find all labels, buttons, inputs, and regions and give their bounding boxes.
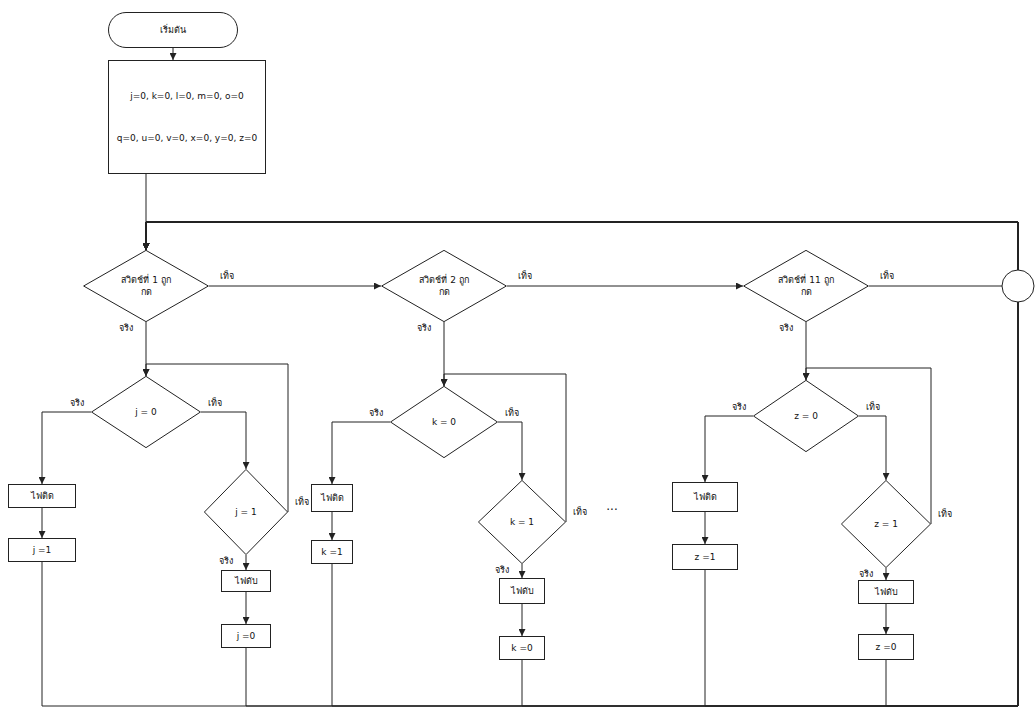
branch-label: เท็จ <box>879 270 895 282</box>
node-text: ไฟดับ <box>235 575 258 587</box>
node-text: j = 0 <box>135 406 157 418</box>
branch-label: จริง <box>368 407 384 419</box>
node-text: สวิตช์ที่ 1 ถูกกด <box>117 274 175 298</box>
diamond-outline <box>83 250 209 322</box>
flow-arrow <box>42 222 1018 706</box>
flow-arrow <box>246 555 247 570</box>
node-text: เริ่มต้น <box>160 24 186 36</box>
flow-arrow <box>146 222 1018 706</box>
flow-arrow <box>522 564 523 578</box>
node-text: k = 1 <box>510 516 534 528</box>
process-box: ไฟติด <box>8 484 76 508</box>
decision-diamond: z = 0 <box>753 380 859 452</box>
diamond-outline <box>743 250 869 322</box>
process-box: j =1 <box>8 538 76 562</box>
node-text: ไฟดับ <box>511 585 534 597</box>
decision-diamond: j = 1 <box>204 469 288 555</box>
branch-label: จริง <box>416 322 432 334</box>
flow-arrow <box>146 364 288 512</box>
node-text: ไฟติด <box>321 492 344 504</box>
branch-label: จริง <box>858 568 874 580</box>
decision-diamond: z = 1 <box>841 480 931 568</box>
decision-diamond: k = 0 <box>390 386 498 458</box>
flow-arrow <box>332 512 333 540</box>
node-text: k = 0 <box>432 416 456 428</box>
flow-arrow <box>173 48 174 60</box>
process-box: j =0 <box>221 624 271 648</box>
flow-arrow <box>522 604 523 636</box>
node-text: สวิตช์ที่ 11 ถูกกด <box>777 274 835 298</box>
node-text: k =0 <box>511 642 532 654</box>
flow-arrow <box>42 508 43 538</box>
flow-arrow <box>886 568 887 580</box>
decision-diamond: สวิตช์ที่ 11 ถูกกด <box>743 250 869 322</box>
flow-arrow <box>246 592 247 624</box>
branch-label: จริง <box>778 322 794 334</box>
branch-label: จริง <box>218 555 234 567</box>
node-text: j = 1 <box>235 506 257 518</box>
process-box: ไฟดับ <box>499 578 545 604</box>
process-box: z =1 <box>672 544 738 570</box>
process-box: j=0, k=0, l=0, m=0, o=0 q=0, u=0, v=0, x=… <box>108 60 266 174</box>
flow-arrow <box>705 512 706 544</box>
branch-label: เท็จ <box>294 496 310 508</box>
diamond-outline <box>381 250 507 322</box>
flow-arrow <box>886 604 887 634</box>
branch-label: จริง <box>69 397 85 409</box>
branch-label: เท็จ <box>219 270 235 282</box>
process-box: ไฟดับ <box>221 570 271 592</box>
flow-arrow <box>146 222 1018 706</box>
node-text: z =0 <box>876 641 897 653</box>
process-box: ไฟติด <box>311 484 353 512</box>
connector-circle <box>1002 270 1034 302</box>
node-text: k =1 <box>321 546 342 558</box>
flow-arrow <box>209 286 381 287</box>
flow-arrow <box>507 286 743 287</box>
branch-label: จริง <box>494 564 510 576</box>
branch-label: เท็จ <box>207 397 223 409</box>
process-box: ไฟติด <box>672 482 738 512</box>
branch-label: เท็จ <box>937 508 953 520</box>
branch-label: เท็จ <box>517 270 533 282</box>
flow-arrow <box>146 222 1018 706</box>
flow-arrow <box>146 222 1018 706</box>
node-text: j=0, k=0, l=0, m=0, o=0 <box>130 90 244 102</box>
flow-arrow <box>705 416 753 482</box>
node-text: z = 0 <box>794 410 818 422</box>
branch-label: เท็จ <box>865 401 881 413</box>
node-text: z =1 <box>695 551 716 563</box>
node-text: j =0 <box>237 630 256 642</box>
decision-diamond: j = 0 <box>91 376 201 448</box>
decision-diamond: k = 1 <box>478 480 566 564</box>
flow-arrow <box>146 222 1018 706</box>
flow-arrow <box>42 412 91 484</box>
decision-diamond: สวิตช์ที่ 2 ถูกกด <box>381 250 507 322</box>
node-text: z = 1 <box>874 518 898 530</box>
branch-label: จริง <box>118 322 134 334</box>
branch-label: เท็จ <box>504 407 520 419</box>
node-text: j =1 <box>33 544 52 556</box>
flow-arrow <box>859 416 886 480</box>
node-text: ไฟติด <box>31 490 54 502</box>
branch-label: จริง <box>731 401 747 413</box>
branch-label: เท็จ <box>572 506 588 518</box>
process-box: k =1 <box>311 540 353 564</box>
terminal-box: เริ่มต้น <box>108 12 238 48</box>
node-text: q=0, u=0, v=0, x=0, y=0, z=0 <box>117 132 257 144</box>
process-box: k =0 <box>499 636 545 660</box>
process-box: ไฟดับ <box>858 580 914 604</box>
node-text: ไฟติด <box>694 491 717 503</box>
ellipsis-label: ... <box>605 500 618 512</box>
decision-diamond: สวิตช์ที่ 1 ถูกกด <box>83 250 209 322</box>
flow-arrow <box>146 222 1018 286</box>
process-box: z =0 <box>858 634 914 660</box>
flow-arrow <box>498 422 522 480</box>
flow-arrow <box>332 422 390 484</box>
node-text: สวิตช์ที่ 2 ถูกกด <box>415 274 473 298</box>
flow-arrow <box>201 412 246 469</box>
node-text: ไฟดับ <box>875 586 898 598</box>
